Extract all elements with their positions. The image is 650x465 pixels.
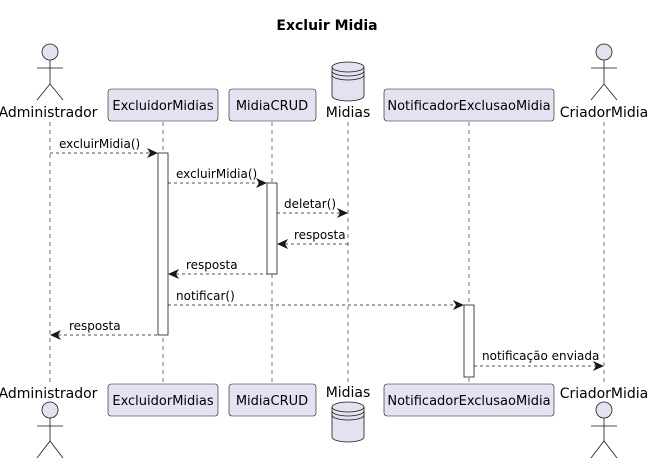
participant-crud-top: MidiaCRUD	[228, 88, 317, 122]
participant-excluidor-bottom: ExcluidorMidias	[107, 383, 219, 417]
message-label: resposta	[294, 228, 346, 242]
participant-excluidor-top: ExcluidorMidias	[107, 88, 219, 122]
participant-label: NotificadorExclusaoMidia	[387, 394, 550, 409]
database-midias-bottom: Midias	[326, 385, 371, 443]
participant-box	[107, 88, 219, 122]
actor-head-icon	[595, 401, 613, 419]
actor-criador-top: CriadorMidia	[560, 43, 649, 121]
database-icon	[331, 61, 365, 102]
message-8: notificação enviada	[474, 349, 604, 371]
arrow-right-icon	[593, 361, 604, 371]
message-label: resposta	[69, 319, 121, 333]
arrow-right-icon	[453, 300, 464, 310]
actor-administrador-top: Administrador	[0, 43, 98, 121]
actor-head-icon	[41, 43, 59, 61]
participant-label: CriadorMidia	[560, 386, 649, 402]
participant-box	[383, 383, 555, 417]
participant-label: NotificadorExclusaoMidia	[387, 99, 550, 114]
participant-label: Administrador	[0, 105, 98, 121]
arrow-right-icon	[256, 178, 267, 188]
participant-label: ExcluidorMidias	[112, 99, 213, 114]
participant-box	[107, 383, 219, 417]
activation-notificador	[463, 304, 475, 378]
message-7: resposta	[50, 319, 158, 340]
participant-label: MidiaCRUD	[236, 99, 308, 114]
participant-crud-bottom: MidiaCRUD	[228, 383, 317, 417]
message-6: notificar()	[168, 289, 464, 310]
participant-box	[228, 88, 317, 122]
message-label: notificar()	[176, 289, 235, 303]
actor-administrador-bottom: Administrador	[0, 386, 98, 459]
message-1: excluirMidia()	[50, 137, 158, 158]
message-5: resposta	[168, 258, 267, 279]
arrow-right-icon	[147, 148, 158, 158]
actor-criador-bottom: CriadorMidia	[560, 386, 649, 459]
actor-body-icon	[590, 60, 618, 101]
actor-body-icon	[36, 60, 64, 101]
database-rings-icon	[331, 66, 365, 81]
actor-body-icon	[36, 418, 64, 459]
message-label: excluirMidia()	[59, 137, 140, 151]
actor-body-icon	[590, 418, 618, 459]
actor-head-icon	[595, 43, 613, 61]
database-rings-icon	[331, 406, 365, 421]
message-label: deletar()	[284, 197, 336, 211]
activation-excluidor	[157, 152, 169, 336]
message-3: deletar()	[277, 197, 348, 218]
participant-label: Administrador	[0, 386, 98, 402]
diagram-title: Excluir Midia	[276, 18, 377, 34]
participant-label: Midias	[326, 385, 371, 401]
database-icon	[331, 401, 365, 443]
database-midias-top: Midias	[326, 61, 371, 121]
arrow-left-icon	[168, 269, 179, 279]
message-label: excluirMidia()	[176, 167, 257, 181]
arrow-right-icon	[337, 208, 348, 218]
participant-label: ExcluidorMidias	[112, 394, 213, 409]
actor-head-icon	[41, 401, 59, 419]
arrow-left-icon	[277, 239, 288, 249]
message-label: resposta	[186, 258, 238, 272]
participant-label: CriadorMidia	[560, 105, 649, 121]
message-2: excluirMidia()	[168, 167, 267, 188]
participant-box	[383, 88, 555, 122]
message-4: resposta	[277, 228, 348, 249]
participant-box	[228, 383, 317, 417]
activation-crud	[266, 182, 278, 275]
participant-label: MidiaCRUD	[236, 394, 308, 409]
message-label: notificação enviada	[482, 349, 599, 363]
participant-notificador-top: NotificadorExclusaoMidia	[383, 88, 555, 122]
participant-notificador-bottom: NotificadorExclusaoMidia	[383, 383, 555, 417]
arrow-left-icon	[50, 330, 61, 340]
participant-label: Midias	[326, 105, 371, 121]
